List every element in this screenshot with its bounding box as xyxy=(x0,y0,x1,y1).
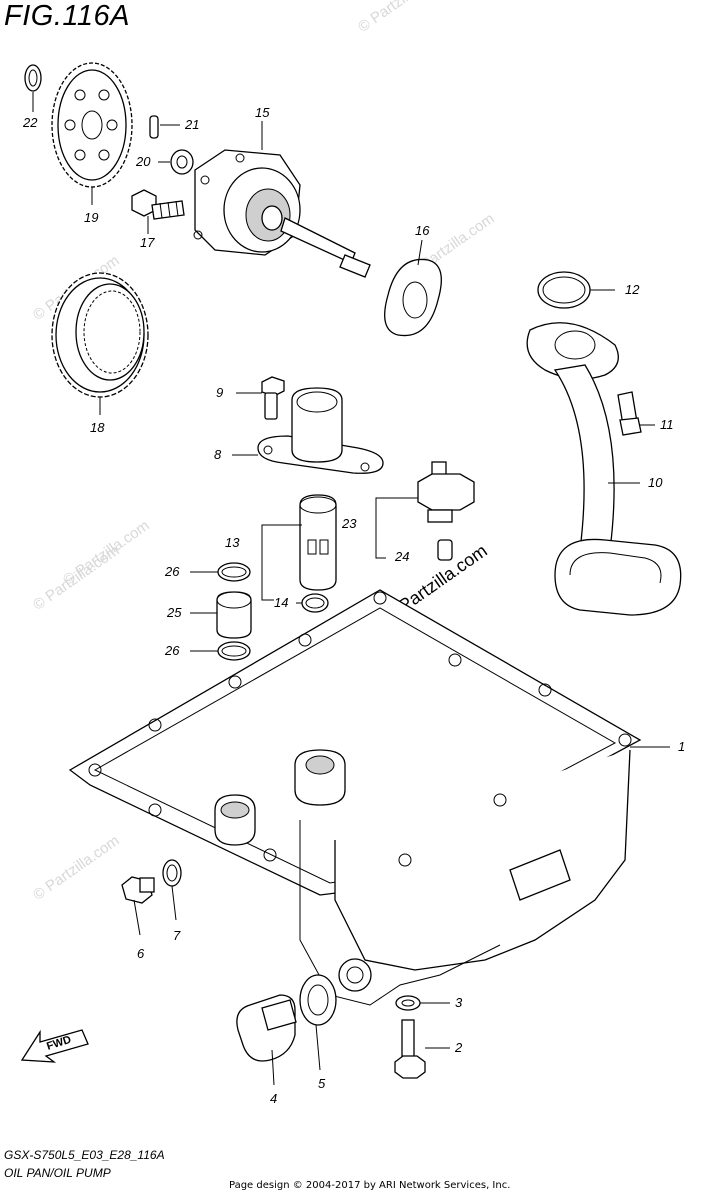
callout-12: 12 xyxy=(625,282,640,297)
callout-9: 9 xyxy=(216,385,223,400)
part-24-small-part xyxy=(437,539,453,561)
callout-25: 25 xyxy=(166,605,182,620)
part-17-bolt xyxy=(131,189,185,220)
callout-11: 11 xyxy=(660,417,674,432)
callout-4: 4 xyxy=(270,1091,277,1106)
part-23-fitting xyxy=(417,461,475,523)
part-20-washer xyxy=(170,149,194,175)
callout-22: 22 xyxy=(22,115,38,130)
part-15-oil-pump xyxy=(193,149,371,278)
part-16-gasket xyxy=(384,258,442,337)
footer-model-code: GSX-S750L5_E03_E28_116A xyxy=(4,1148,165,1162)
part-12-oring xyxy=(537,271,591,309)
callout-1: 1 xyxy=(678,739,685,754)
part-10-strainer xyxy=(526,322,682,616)
callout-10: 10 xyxy=(648,475,663,490)
callout-13: 13 xyxy=(225,535,240,550)
part-5-gasket xyxy=(299,974,337,1026)
callout-numbers: 22 19 21 20 17 15 16 18 12 11 10 9 8 13 … xyxy=(22,105,685,1106)
callout-26b: 26 xyxy=(164,643,180,658)
callout-18: 18 xyxy=(90,420,105,435)
callout-20: 20 xyxy=(135,154,151,169)
callout-24: 24 xyxy=(394,549,409,564)
callout-14: 14 xyxy=(274,595,288,610)
callout-2: 2 xyxy=(454,1040,463,1055)
fwd-arrow-icon: FWD xyxy=(20,1029,89,1063)
callout-17: 17 xyxy=(140,235,155,250)
part-9-bolt xyxy=(261,376,285,420)
callout-15: 15 xyxy=(255,105,270,120)
callout-21: 21 xyxy=(184,117,199,132)
part-19-sprocket xyxy=(51,62,133,188)
part-25-collar xyxy=(216,591,252,639)
part-11-bolt xyxy=(617,391,642,436)
callout-23: 23 xyxy=(341,516,357,531)
callout-16: 16 xyxy=(415,223,430,238)
part-8-valve-housing xyxy=(257,387,384,474)
part-13-valve xyxy=(299,494,337,591)
footer-section-name: OIL PAN/OIL PUMP xyxy=(4,1166,111,1180)
callout-3: 3 xyxy=(455,995,463,1010)
leader-lines xyxy=(32,92,670,1086)
callout-26a: 26 xyxy=(164,564,180,579)
part-6-plug xyxy=(121,876,155,904)
part-4-drain-plug xyxy=(236,994,297,1062)
callout-5: 5 xyxy=(318,1076,326,1091)
part-2-bolt xyxy=(394,1019,426,1079)
part-7-washer xyxy=(162,859,182,887)
part-18-gear xyxy=(51,272,149,398)
part-22-circlip xyxy=(24,64,42,92)
part-26-oring xyxy=(217,562,251,661)
part-1-oil-pan xyxy=(68,589,642,1006)
callout-19: 19 xyxy=(84,210,98,225)
part-3-washer xyxy=(395,995,421,1011)
part-21-pin xyxy=(149,115,159,139)
callout-8: 8 xyxy=(214,447,222,462)
figure-title: FIG.116A xyxy=(4,0,130,32)
part-14-oring xyxy=(301,593,329,613)
callout-6: 6 xyxy=(137,946,145,961)
footer-credit: Page design © 2004-2017 by ARI Network S… xyxy=(229,1180,511,1191)
callout-7: 7 xyxy=(173,928,181,943)
